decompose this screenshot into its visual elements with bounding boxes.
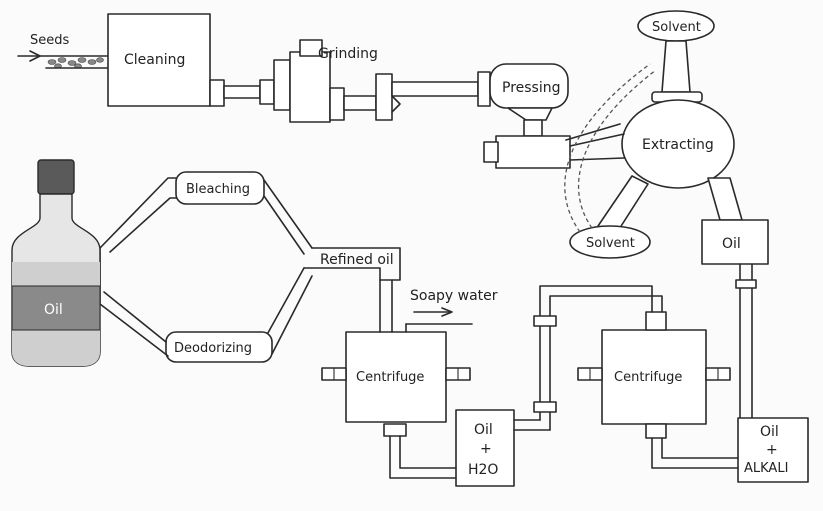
cleaning-label: Cleaning <box>124 52 185 68</box>
oil-h2o-line1: Oil <box>474 422 493 438</box>
solvent-bottom-vessel <box>569 225 651 259</box>
alkali-to-centrifuge-pipe-a <box>651 437 739 469</box>
grinding-machine <box>209 39 491 123</box>
extracting-label: Extracting <box>642 137 714 153</box>
oil-tank-label: Oil <box>722 236 741 252</box>
oil-alkali-line2: + <box>766 442 778 458</box>
inter-centrifuge-pipe <box>533 285 663 431</box>
pressing-vessel <box>483 63 571 169</box>
seeds-input <box>17 50 109 69</box>
centrifuge-to-h2o-pipe-a <box>389 435 457 479</box>
oil-tank <box>701 219 769 265</box>
oil-alkali-line3: ALKALI <box>744 461 788 476</box>
oil-bottle <box>11 159 101 367</box>
seeds-label: Seeds <box>30 33 70 48</box>
oil-alkali-line1: Oil <box>760 424 779 440</box>
oil-h2o-box <box>455 409 515 487</box>
bottle-oil-label: Oil <box>44 302 63 318</box>
centrifuge-right-label: Centrifuge <box>614 370 682 385</box>
bleaching-label: Bleaching <box>186 182 250 197</box>
solvent-bottom-label: Solvent <box>586 236 635 251</box>
refined-oil-label: Refined oil <box>320 252 394 268</box>
bottle-cap <box>37 159 75 195</box>
seeds-arrow-head <box>29 50 41 62</box>
centrifuge-left <box>321 331 471 437</box>
refined-oil-riser <box>379 279 393 333</box>
deodorizing-label: Deodorizing <box>174 341 252 356</box>
cleaning-box <box>107 13 211 107</box>
solvent-top-label: Solvent <box>652 20 701 35</box>
pressing-label: Pressing <box>502 80 561 96</box>
solvent-recycle-lines <box>564 63 657 233</box>
oil-h2o-line3: H2O <box>468 462 498 478</box>
refined-oil-splitter <box>99 171 401 363</box>
oil-h2o-line2: + <box>480 441 492 457</box>
alkali-to-centrifuge-pipe-b <box>661 437 739 459</box>
seed-particles <box>47 57 104 69</box>
oil-to-alkali-pipe <box>735 263 757 419</box>
centrifuge-left-label: Centrifuge <box>356 370 424 385</box>
soapy-water-outlet <box>405 307 473 333</box>
extracting-vessel <box>565 99 743 235</box>
bottle-label-band <box>11 285 101 331</box>
centrifuge-to-h2o-pipe-b <box>399 435 457 469</box>
oil-alkali-box <box>737 417 809 483</box>
centrifuge-right <box>577 311 731 439</box>
grinding-label: Grinding <box>318 46 378 62</box>
soapy-water-label: Soapy water <box>410 288 498 304</box>
solvent-top-vessel <box>637 10 715 103</box>
